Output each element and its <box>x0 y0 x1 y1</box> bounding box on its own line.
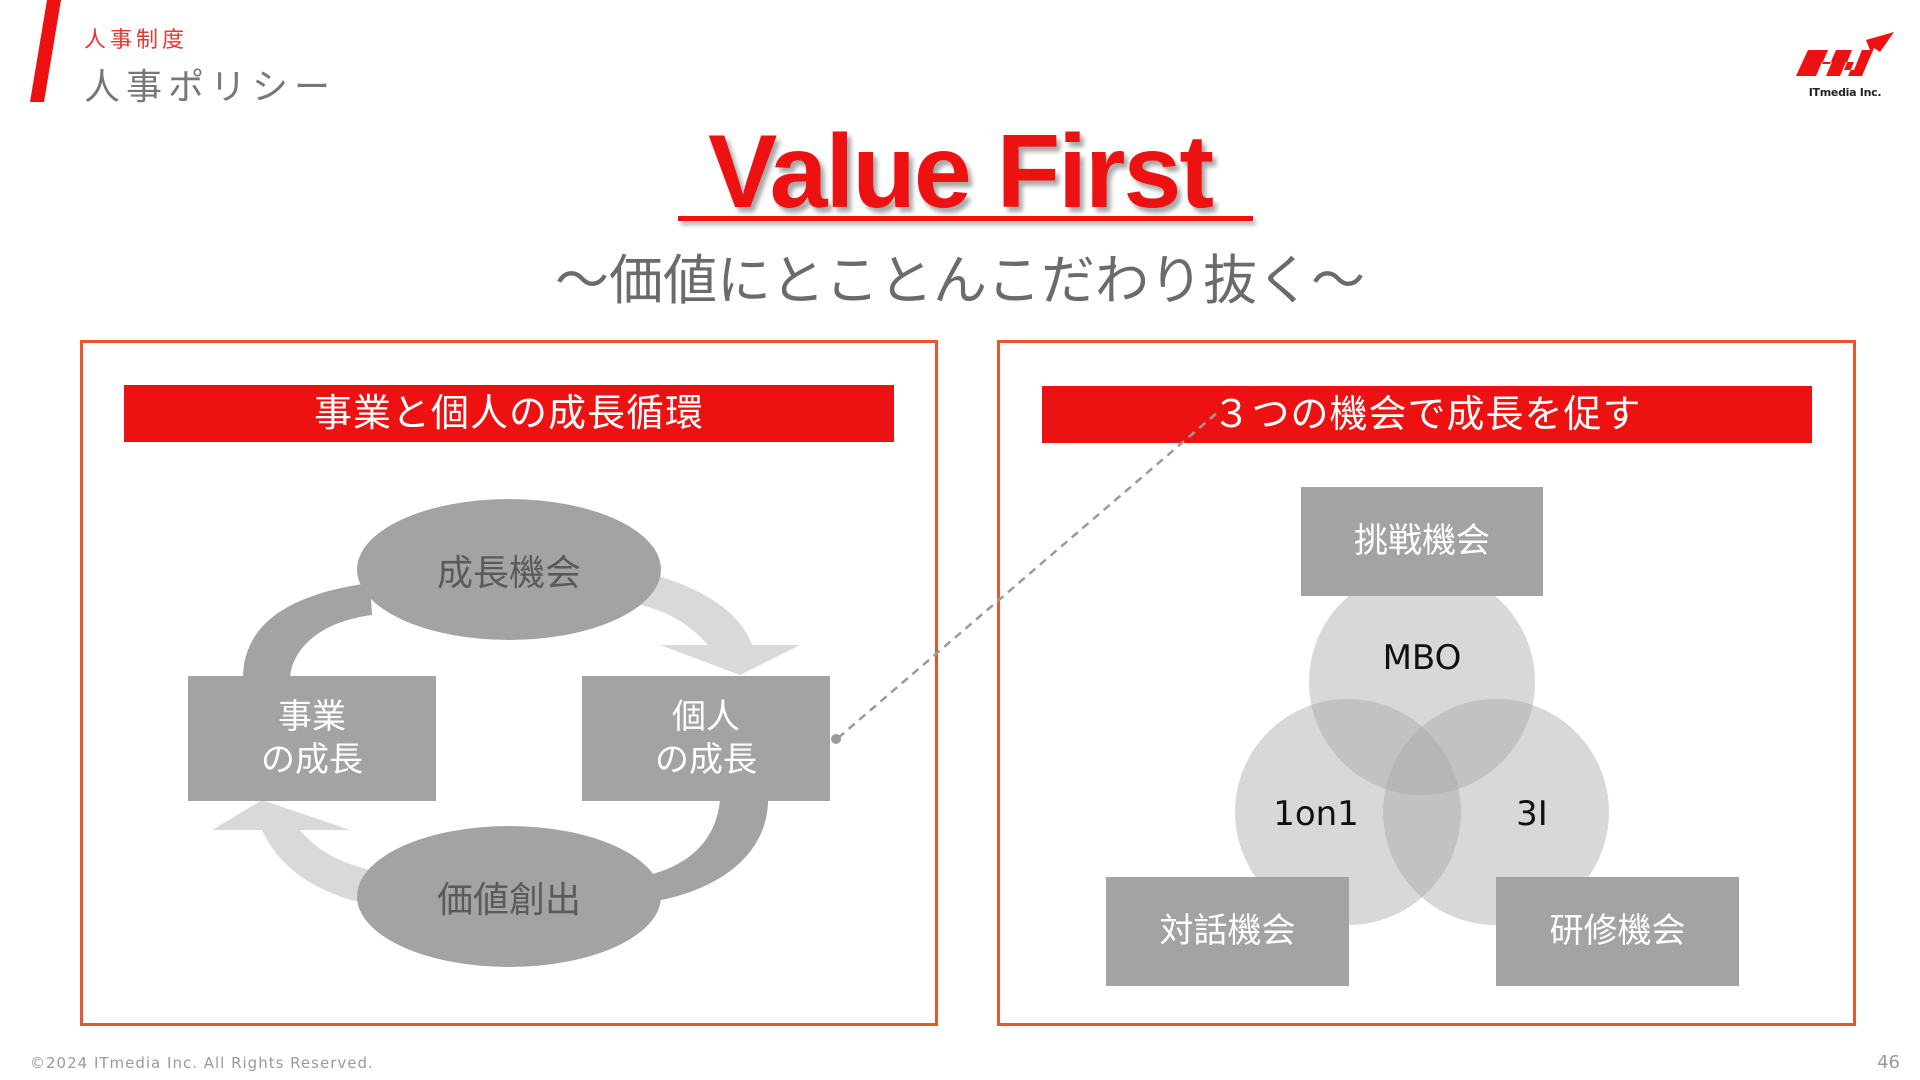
cycle-individual-growth: 個人 の成長 <box>582 676 830 801</box>
left-panel <box>80 340 938 1026</box>
box-challenge-opportunity: 挑戦機会 <box>1301 487 1543 596</box>
arrow-arc-bottom-right <box>630 800 768 905</box>
page-number: 46 <box>1877 1052 1900 1073</box>
arrow-arc-bottom-left <box>212 800 372 905</box>
venn-label-3i: 3I <box>1516 794 1548 834</box>
venn-label-1on1: 1on1 <box>1273 794 1359 834</box>
right-panel <box>997 340 1856 1026</box>
venn-circle-right <box>1383 699 1609 925</box>
box-training-opportunity: 研修機会 <box>1496 877 1739 986</box>
main-title-underline <box>678 216 1253 221</box>
cycle-value-creation: 価値創出 <box>357 826 661 967</box>
arrow-arc-top-left <box>243 583 372 678</box>
main-title: Value First <box>708 114 1214 230</box>
box-dialogue-opportunity: 対話機会 <box>1106 877 1349 986</box>
company-logo-text: ITmedia Inc. <box>1808 86 1882 99</box>
main-subtitle: 〜価値にとことんこだわり抜く〜 <box>555 249 1365 312</box>
section-title: 人事ポリシー <box>84 67 337 108</box>
right-panel-header: ３つの機会で成長を促す <box>1042 386 1812 443</box>
cycle-growth-opportunity: 成長機会 <box>357 499 661 640</box>
cycle-business-growth-line1: 事業 <box>278 697 346 737</box>
venn-circle-top <box>1309 569 1535 795</box>
header-slash-decoration <box>30 0 61 102</box>
venn-circle-left <box>1235 699 1461 925</box>
company-logo <box>1796 32 1894 76</box>
cycle-individual-growth-line1: 個人 <box>672 697 740 737</box>
cycle-business-growth: 事業 の成長 <box>188 676 436 801</box>
footer-copyright: ©2024 ITmedia Inc. All Rights Reserved. <box>30 1054 374 1072</box>
arrow-arc-top-right <box>640 575 800 675</box>
cycle-business-growth-line2: の成長 <box>261 739 363 780</box>
venn-label-mbo: MBO <box>1382 638 1462 678</box>
left-panel-header: 事業と個人の成長循環 <box>124 385 894 442</box>
section-label: 人事制度 <box>84 28 189 53</box>
cycle-individual-growth-line2: の成長 <box>655 739 757 780</box>
